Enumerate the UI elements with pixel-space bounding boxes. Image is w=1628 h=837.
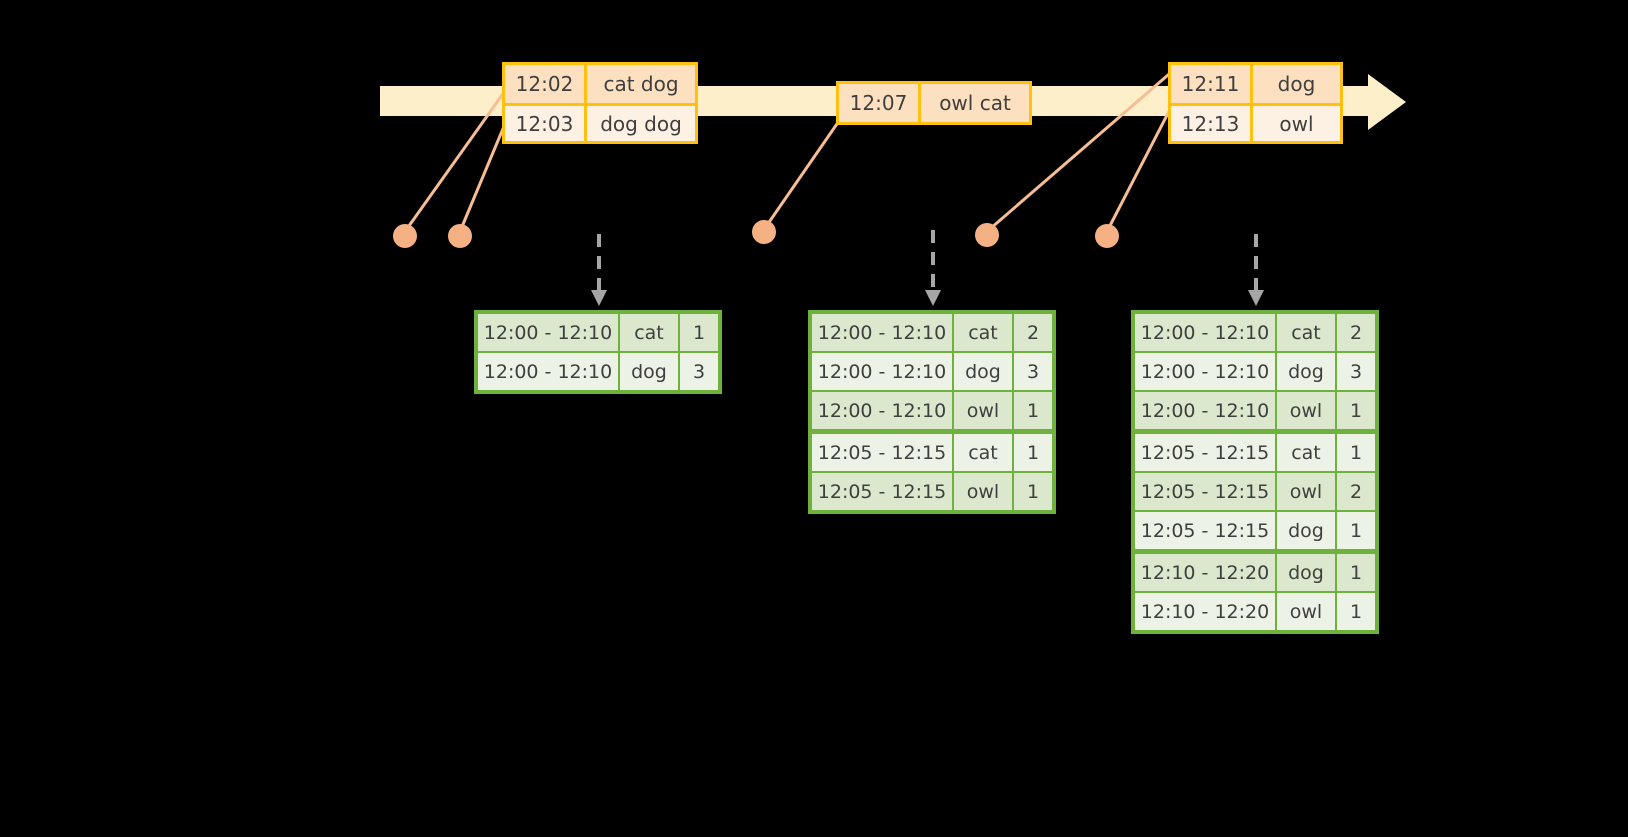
event-words: owl [1279,111,1314,136]
cell-count: 2 [1337,473,1375,510]
cell-count: 1 [1014,434,1052,471]
connector-dot-2 [448,224,472,248]
cell-count: 2 [1337,314,1375,351]
dashed-arrow-to-table-1 [591,234,607,306]
cell-word: dog [954,353,1012,390]
cell-count: 3 [680,353,718,390]
timeline-arrowhead-icon [1368,74,1406,130]
arrow-head-icon [925,290,941,306]
cell-window: 12:00 - 12:10 [478,353,618,390]
event-words: owl cat [939,91,1011,115]
connector-dot-4 [975,223,999,247]
cell-count: 1 [1337,434,1375,471]
cell-window: 12:00 - 12:10 [812,353,952,390]
timeline-event-row[interactable]: 12:11 dog [1171,65,1340,103]
connector-dot-3 [752,220,776,244]
connector-dot-5 [1095,224,1119,248]
cell-word: dog [1277,353,1335,390]
cell-window: 12:00 - 12:10 [1135,353,1275,390]
arrow-head-icon [591,290,607,306]
timeline-event-group-2[interactable]: 12:07 owl cat [836,81,1032,125]
cell-window: 12:05 - 12:15 [1135,512,1275,549]
cell-word: owl [954,392,1012,429]
cell-window: 12:00 - 12:10 [1135,314,1275,351]
arrow-shaft [597,234,601,291]
cell-window: 12:05 - 12:15 [1135,473,1275,510]
connector-line-5 [1105,104,1174,233]
dashed-arrow-to-table-3 [1248,234,1264,306]
cell-window: 12:00 - 12:10 [478,314,618,351]
event-words: cat dog [603,72,679,96]
cell-word: dog [620,353,678,390]
cell-word: dog [1277,512,1335,549]
cell-count: 1 [1337,593,1375,630]
cell-count: 2 [1014,314,1052,351]
cell-word: cat [954,314,1012,351]
event-time: 12:13 [1171,106,1253,141]
timeline-event-group-3[interactable]: 12:11 dog 12:13 owl [1168,62,1343,144]
arrow-shaft [931,230,935,291]
timeline-event-group-1[interactable]: 12:02 cat dog 12:03 dog dog [502,62,698,144]
cell-word: owl [1277,392,1335,429]
cell-window: 12:10 - 12:20 [1135,554,1275,591]
event-time: 12:02 [505,65,587,103]
cell-count: 1 [1014,473,1052,510]
cell-window: 12:05 - 12:15 [812,473,952,510]
connector-line-3 [762,118,842,231]
cell-window: 12:00 - 12:10 [812,314,952,351]
timeline-event-row[interactable]: 12:03 dog dog [505,103,695,141]
cell-word: cat [1277,314,1335,351]
cell-count: 3 [1014,353,1052,390]
cell-count: 1 [680,314,718,351]
cell-word: dog [1277,554,1335,591]
event-words: dog [1277,72,1316,96]
cell-window: 12:05 - 12:15 [1135,434,1275,471]
event-words: dog dog [600,111,682,136]
cell-window: 12:10 - 12:20 [1135,593,1275,630]
timeline-event-row[interactable]: 12:02 cat dog [505,65,695,103]
cell-count: 1 [1337,554,1375,591]
cell-count: 1 [1014,392,1052,429]
event-time: 12:07 [839,84,921,122]
cell-window: 12:00 - 12:10 [1135,392,1275,429]
dashed-arrow-to-table-2 [925,230,941,306]
timeline-event-row[interactable]: 12:13 owl [1171,103,1340,141]
connector-dot-1 [393,224,417,248]
arrow-shaft [1254,234,1258,291]
cell-window: 12:00 - 12:10 [812,392,952,429]
cell-word: cat [620,314,678,351]
connector-line-2 [458,120,508,233]
event-time: 12:11 [1171,65,1253,103]
cell-count: 3 [1337,353,1375,390]
cell-word: cat [954,434,1012,471]
cell-count: 1 [1337,512,1375,549]
event-time: 12:03 [505,106,587,141]
cell-word: owl [1277,593,1335,630]
cell-word: owl [954,473,1012,510]
cell-word: cat [1277,434,1335,471]
arrow-head-icon [1248,290,1264,306]
cell-count: 1 [1337,392,1375,429]
cell-window: 12:05 - 12:15 [812,434,952,471]
cell-word: owl [1277,473,1335,510]
timeline-event-row[interactable]: 12:07 owl cat [839,84,1029,122]
